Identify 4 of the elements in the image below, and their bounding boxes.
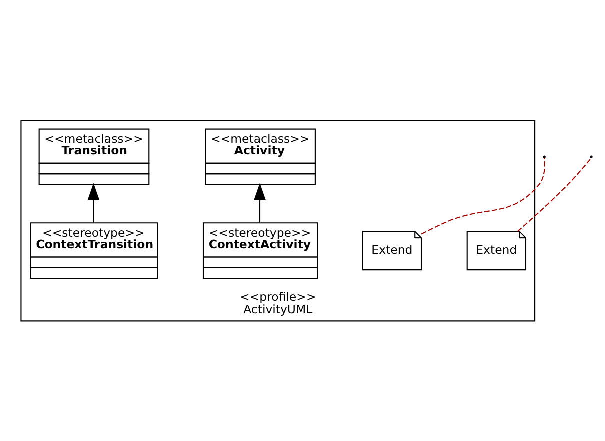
arrow xyxy=(88,182,100,222)
connector xyxy=(518,157,592,232)
connector xyxy=(421,158,546,234)
arrow xyxy=(254,182,266,222)
